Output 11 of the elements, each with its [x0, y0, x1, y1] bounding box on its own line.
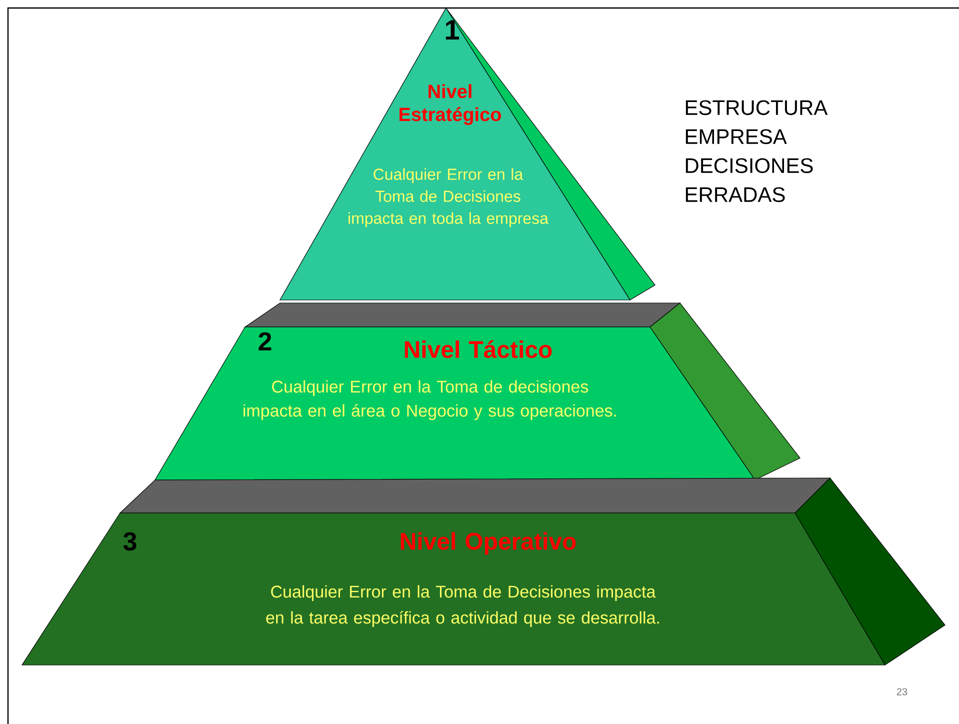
tier-description: Cualquier Error en la Toma de Decisiones impacta en la tarea específica o actividad que se desarrolla.: [266, 585, 659, 628]
tier-number: 1: [446, 20, 459, 40]
tier-number: 3: [123, 532, 136, 551]
tier-description: Cualquier Error en la Toma de Decisiones impacta en toda la empresa: [348, 168, 548, 228]
tier-heading: Nivel Operativo: [400, 532, 576, 555]
side-title: ESTRUCTURA EMPRESA DECISIONES ERRADAS: [686, 100, 828, 202]
page-number: 23: [896, 688, 908, 696]
tier-number: 2: [258, 332, 272, 350]
tier-heading: Nivel Estratégico: [400, 84, 501, 125]
tier-description: Cualquier Error en la Toma de decisiones impacta en el área o Negocio y sus operaciones.: [244, 380, 616, 420]
tier-heading: Nivel Táctico: [404, 340, 552, 358]
